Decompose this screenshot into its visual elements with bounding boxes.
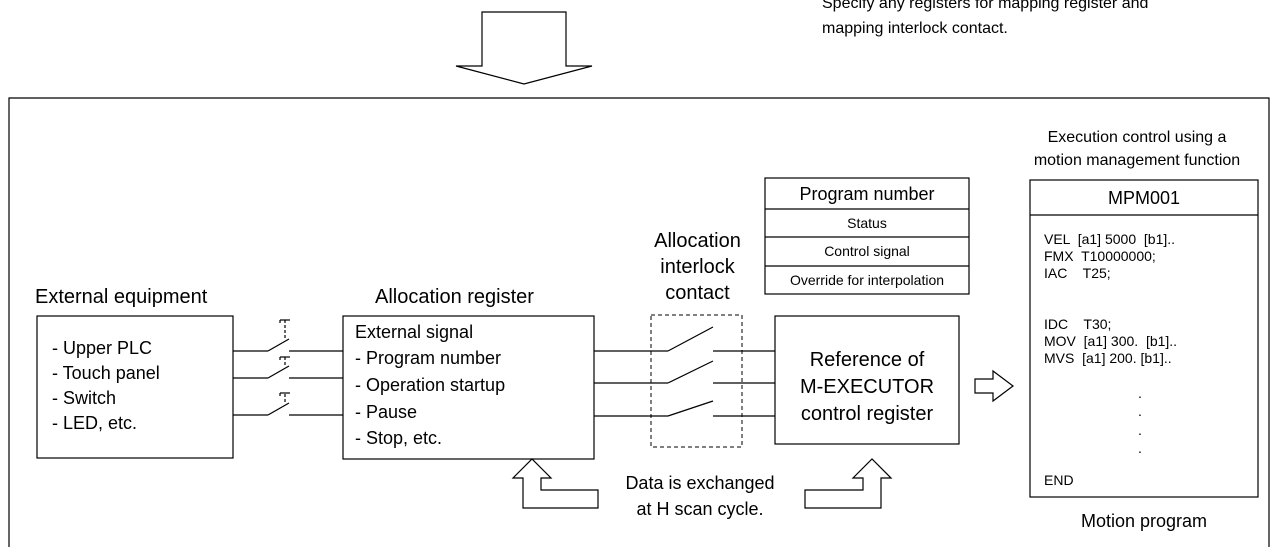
allocation-register-box	[342, 315, 595, 460]
external-item-led: - LED, etc.	[52, 413, 138, 433]
code-line-2: FMX T10000000;	[1044, 248, 1156, 264]
note-line-2: mapping interlock contact.	[822, 20, 1008, 37]
external-item-switch: - Switch	[52, 388, 117, 408]
control-register-table	[764, 177, 970, 295]
interlock-label-line-1: Allocation	[654, 230, 741, 252]
motion-program-name: MPM001	[1107, 188, 1181, 208]
left-bent-arrow-icon	[511, 458, 599, 509]
allocation-item-operation-startup: - Operation startup	[355, 375, 506, 395]
code-dot-4: .	[1138, 440, 1142, 456]
note-line-1: Specify any registers for mapping regist…	[822, 0, 1149, 12]
code-dot-1: .	[1138, 385, 1142, 401]
execution-control-line-2: motion management function	[1033, 152, 1241, 169]
data-exchange-line-1: Data is exchanged	[625, 473, 775, 493]
table-row-program-number: Program number	[799, 184, 935, 204]
table-row-status: Status	[847, 215, 887, 231]
allocation-item-external-signal: External signal	[355, 322, 474, 342]
interlock-label-line-3: contact	[665, 282, 730, 304]
down-arrow-icon	[455, 11, 593, 85]
code-line-6: MOV [a1] 300. [b1]..	[1044, 333, 1178, 349]
reference-line-1: Reference of	[809, 349, 925, 371]
external-item-upper-plc: - Upper PLC	[52, 338, 153, 358]
interlock-dashed-box	[650, 314, 743, 448]
external-equipment-title: External equipment	[35, 286, 208, 308]
allocation-item-pause: - Pause	[355, 402, 418, 422]
right-bent-arrow-icon	[804, 458, 893, 509]
table-row-override: Override for interpolation	[789, 272, 945, 288]
execution-control-line-1: Execution control using a	[1047, 129, 1227, 146]
code-dot-2: .	[1138, 403, 1142, 419]
reference-line-3: control register	[800, 403, 934, 425]
code-line-7: MVS [a1] 200. [b1]..	[1044, 350, 1172, 366]
switch-group	[233, 319, 343, 416]
interlock-label-line-2: interlock	[660, 256, 735, 278]
allocation-item-program-number: - Program number	[355, 348, 502, 368]
code-end: END	[1044, 472, 1074, 488]
reference-line-2: M-EXECUTOR	[799, 376, 935, 398]
right-arrow-icon	[974, 369, 1014, 403]
motion-program-box	[1029, 179, 1259, 498]
allocation-item-stop: - Stop, etc.	[355, 428, 443, 448]
external-item-touch-panel: - Touch panel	[52, 363, 160, 383]
code-line-5: IDC T30;	[1044, 316, 1112, 332]
reference-box	[774, 315, 960, 445]
motion-program-caption: Motion program	[1080, 511, 1208, 531]
interlock-switches	[594, 326, 775, 417]
code-line-3: IAC T25;	[1044, 265, 1111, 281]
code-dot-3: .	[1138, 422, 1142, 438]
main-frame	[8, 97, 1270, 547]
allocation-register-title: Allocation register	[375, 286, 534, 308]
data-exchange-line-2: at H scan cycle.	[636, 499, 764, 519]
table-row-control-signal: Control signal	[824, 243, 910, 259]
code-line-1: VEL [a1] 5000 [b1]..	[1044, 231, 1176, 247]
external-equipment-box	[36, 315, 234, 459]
